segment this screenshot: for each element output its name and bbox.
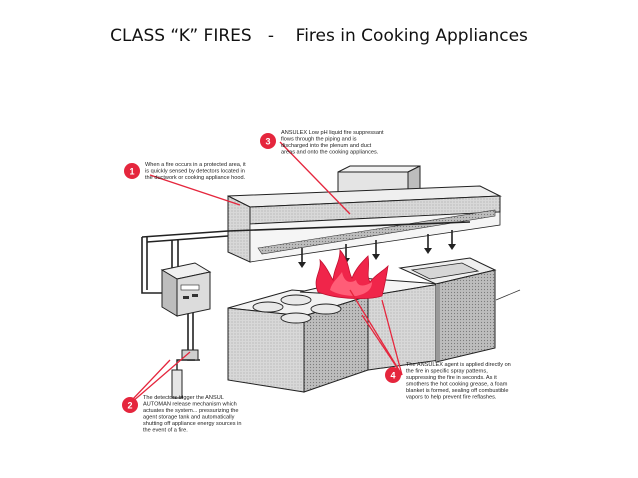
agent-tank	[171, 349, 199, 399]
callout-leaders	[131, 141, 403, 403]
callout-3-line-4: areas and onto the cooking appliances.	[281, 150, 379, 156]
callout-2-line-5: shutting off appliance energy sources in	[143, 421, 241, 427]
callout-2-line-3: actuates the system... pressurizing the	[143, 408, 238, 414]
callout-1-line-3: the ductwork or cooking appliance hood.	[145, 175, 246, 181]
callout-2-badge	[122, 397, 138, 413]
callout-4-number: 4	[390, 371, 395, 381]
callout-2-number: 2	[127, 401, 132, 411]
callout-1-line-1: When a fire occurs in a protected area, …	[145, 162, 246, 168]
callout-3-line-2: flows through the piping and is	[281, 137, 357, 143]
callout-4-badge	[385, 367, 401, 383]
range-hood	[227, 185, 502, 263]
callout-1-line-2: is quickly sensed by detectors located i…	[145, 169, 245, 175]
callout-4: 4 The ANSULEX agent is applied directly …	[385, 362, 511, 401]
callout-4-line-3: suppressing the fire in seconds. As it	[406, 375, 497, 381]
fryer-appliance	[398, 257, 497, 363]
callout-1: 1 When a fire occurs in a protected area…	[124, 162, 246, 181]
automan-control-box	[160, 262, 212, 317]
callout-2-line-2: AUTOMAN release mechanism which	[143, 402, 237, 408]
callout-2: 2 The detectors trigger the ANSUL AUTOMA…	[122, 395, 241, 434]
callout-4-line-4: smothers the hot cooking grease, a foam	[406, 382, 508, 388]
callout-3: 3 ANSULEX Low pH liquid fire suppressant…	[260, 130, 384, 156]
callout-4-line-5: blanket is formed, sealing off combustib…	[406, 388, 509, 394]
callout-4-line-6: vapors to help prevent fire reflashes.	[406, 395, 497, 401]
callout-4-line-1: The ANSULEX agent is applied directly on	[406, 362, 511, 368]
callout-1-badge	[124, 163, 140, 179]
title-separator: -	[267, 26, 275, 46]
callout-3-badge	[260, 133, 276, 149]
callout-2-line-6: the event of a fire.	[143, 428, 188, 434]
slide-title: CLASS “K” FIRES - Fires in Cooking Appli…	[0, 26, 638, 46]
range-appliance	[227, 289, 369, 393]
floor-line	[495, 289, 521, 301]
callout-3-line-1: ANSULEX Low pH liquid fire suppressant	[281, 130, 384, 136]
callout-1-number: 1	[129, 167, 134, 177]
callout-3-line-3: discharged into the plenum and duct	[281, 143, 372, 149]
callout-2-line-1: The detectors trigger the ANSUL	[143, 395, 224, 401]
fire-flames	[315, 248, 389, 300]
callout-3-number: 3	[265, 137, 270, 147]
title-right: Fires in Cooking Appliances	[295, 26, 528, 46]
title-left: CLASS “K” FIRES	[110, 26, 252, 46]
callout-4-line-2: the fire in specific spray patterns,	[406, 369, 488, 375]
callout-2-line-4: agent storage tank and automatically	[143, 415, 235, 421]
